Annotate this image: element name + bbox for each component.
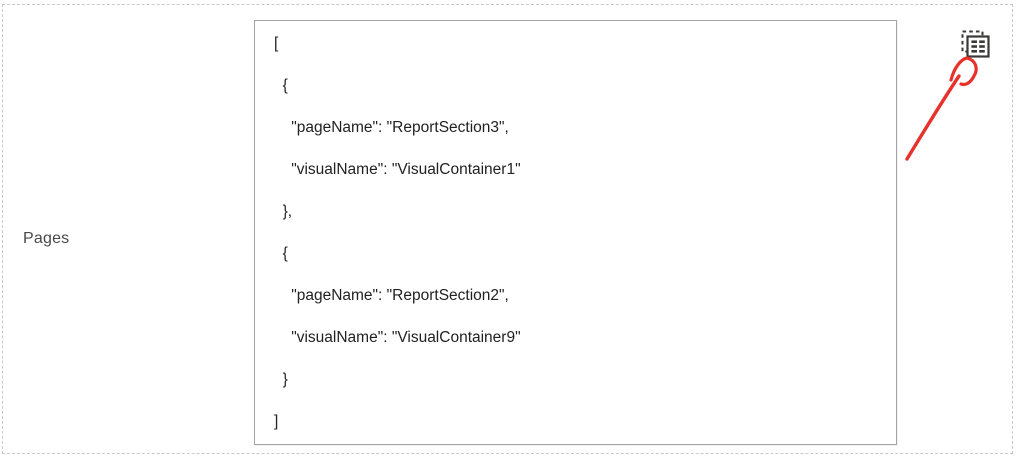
pages-json-input[interactable]: [ { "pageName": "ReportSection3", "visua… [254, 20, 897, 445]
pages-field-container: Pages [ { "pageName": "ReportSection3", … [2, 4, 1013, 454]
copy-button[interactable] [960, 27, 992, 59]
copy-table-icon [960, 30, 992, 62]
pages-field-label: Pages [23, 230, 70, 247]
